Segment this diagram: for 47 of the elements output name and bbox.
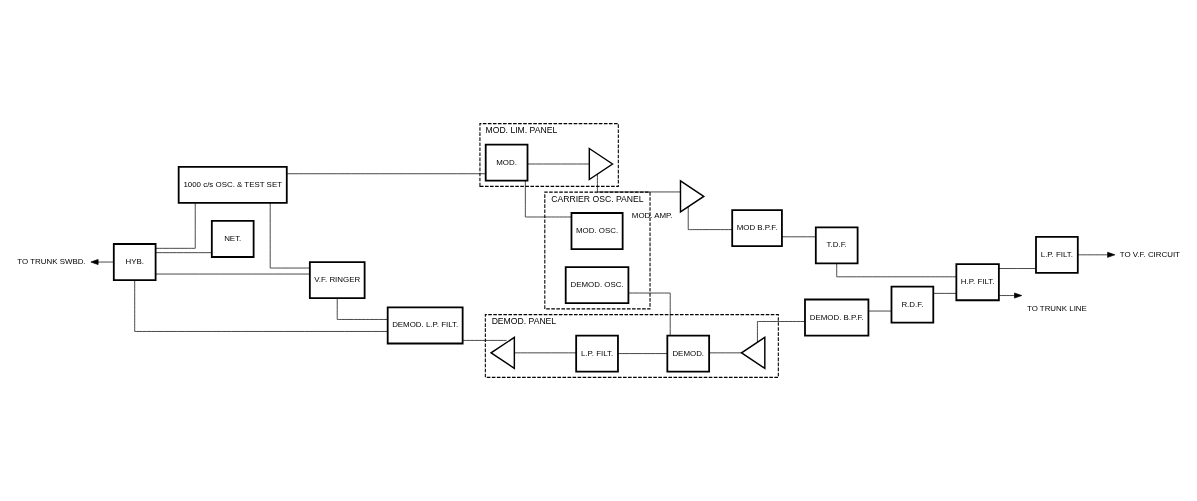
node-box: MOD B.P.F. (731, 209, 783, 248)
node-triangle (489, 336, 516, 370)
node-box: T.D.F. (814, 226, 859, 265)
node-box: DEMOD. OSC. (564, 266, 630, 304)
connector (134, 279, 388, 332)
connector (933, 293, 957, 294)
arrow (90, 259, 115, 265)
node-box: L.P. FILT. (1035, 235, 1079, 274)
node-box: DEMOD. B.P.F. (804, 298, 870, 337)
node-box: MOD. (484, 143, 529, 182)
arrow (998, 292, 1023, 299)
node-box: HYB. (112, 243, 157, 281)
connector (597, 174, 681, 193)
node-text: TO V.F. CIRCUIT (1119, 249, 1180, 259)
connector (757, 321, 806, 343)
connector (617, 353, 668, 354)
connector (514, 352, 577, 354)
connector (868, 310, 892, 312)
connector (155, 252, 213, 253)
node-box: NET. (210, 220, 255, 258)
connector (462, 340, 507, 341)
connector (781, 236, 816, 238)
connector (336, 297, 388, 320)
node-text: TO TRUNK LINE (1026, 303, 1087, 313)
connector (687, 206, 733, 230)
node-box: DEMOD. L.P. FILT. (386, 306, 464, 345)
connector (527, 163, 590, 165)
connector (708, 352, 742, 354)
node-triangle (740, 336, 766, 370)
node-box: 1000 c/s OSC. & TEST SET (177, 166, 288, 204)
connector (998, 268, 1037, 269)
connector (155, 202, 196, 249)
node-box: DEMOD. (666, 334, 711, 373)
node-box: R.D.F. (890, 285, 935, 324)
node-box: L.P. FILT. (575, 334, 619, 373)
node-text: TO TRUNK SWBD. (17, 257, 86, 267)
node-box: V.F. RINGER (308, 261, 366, 299)
node-box: MOD. OSC. (570, 212, 624, 250)
connector (628, 292, 671, 336)
node-triangle (588, 147, 614, 181)
connector (286, 173, 486, 175)
connector (155, 273, 311, 275)
node-label: MOD. AMP. (631, 211, 673, 221)
node-box: H.P. FILT. (955, 263, 1000, 302)
connector (525, 180, 572, 218)
arrow (1077, 251, 1116, 258)
connector (269, 202, 311, 269)
